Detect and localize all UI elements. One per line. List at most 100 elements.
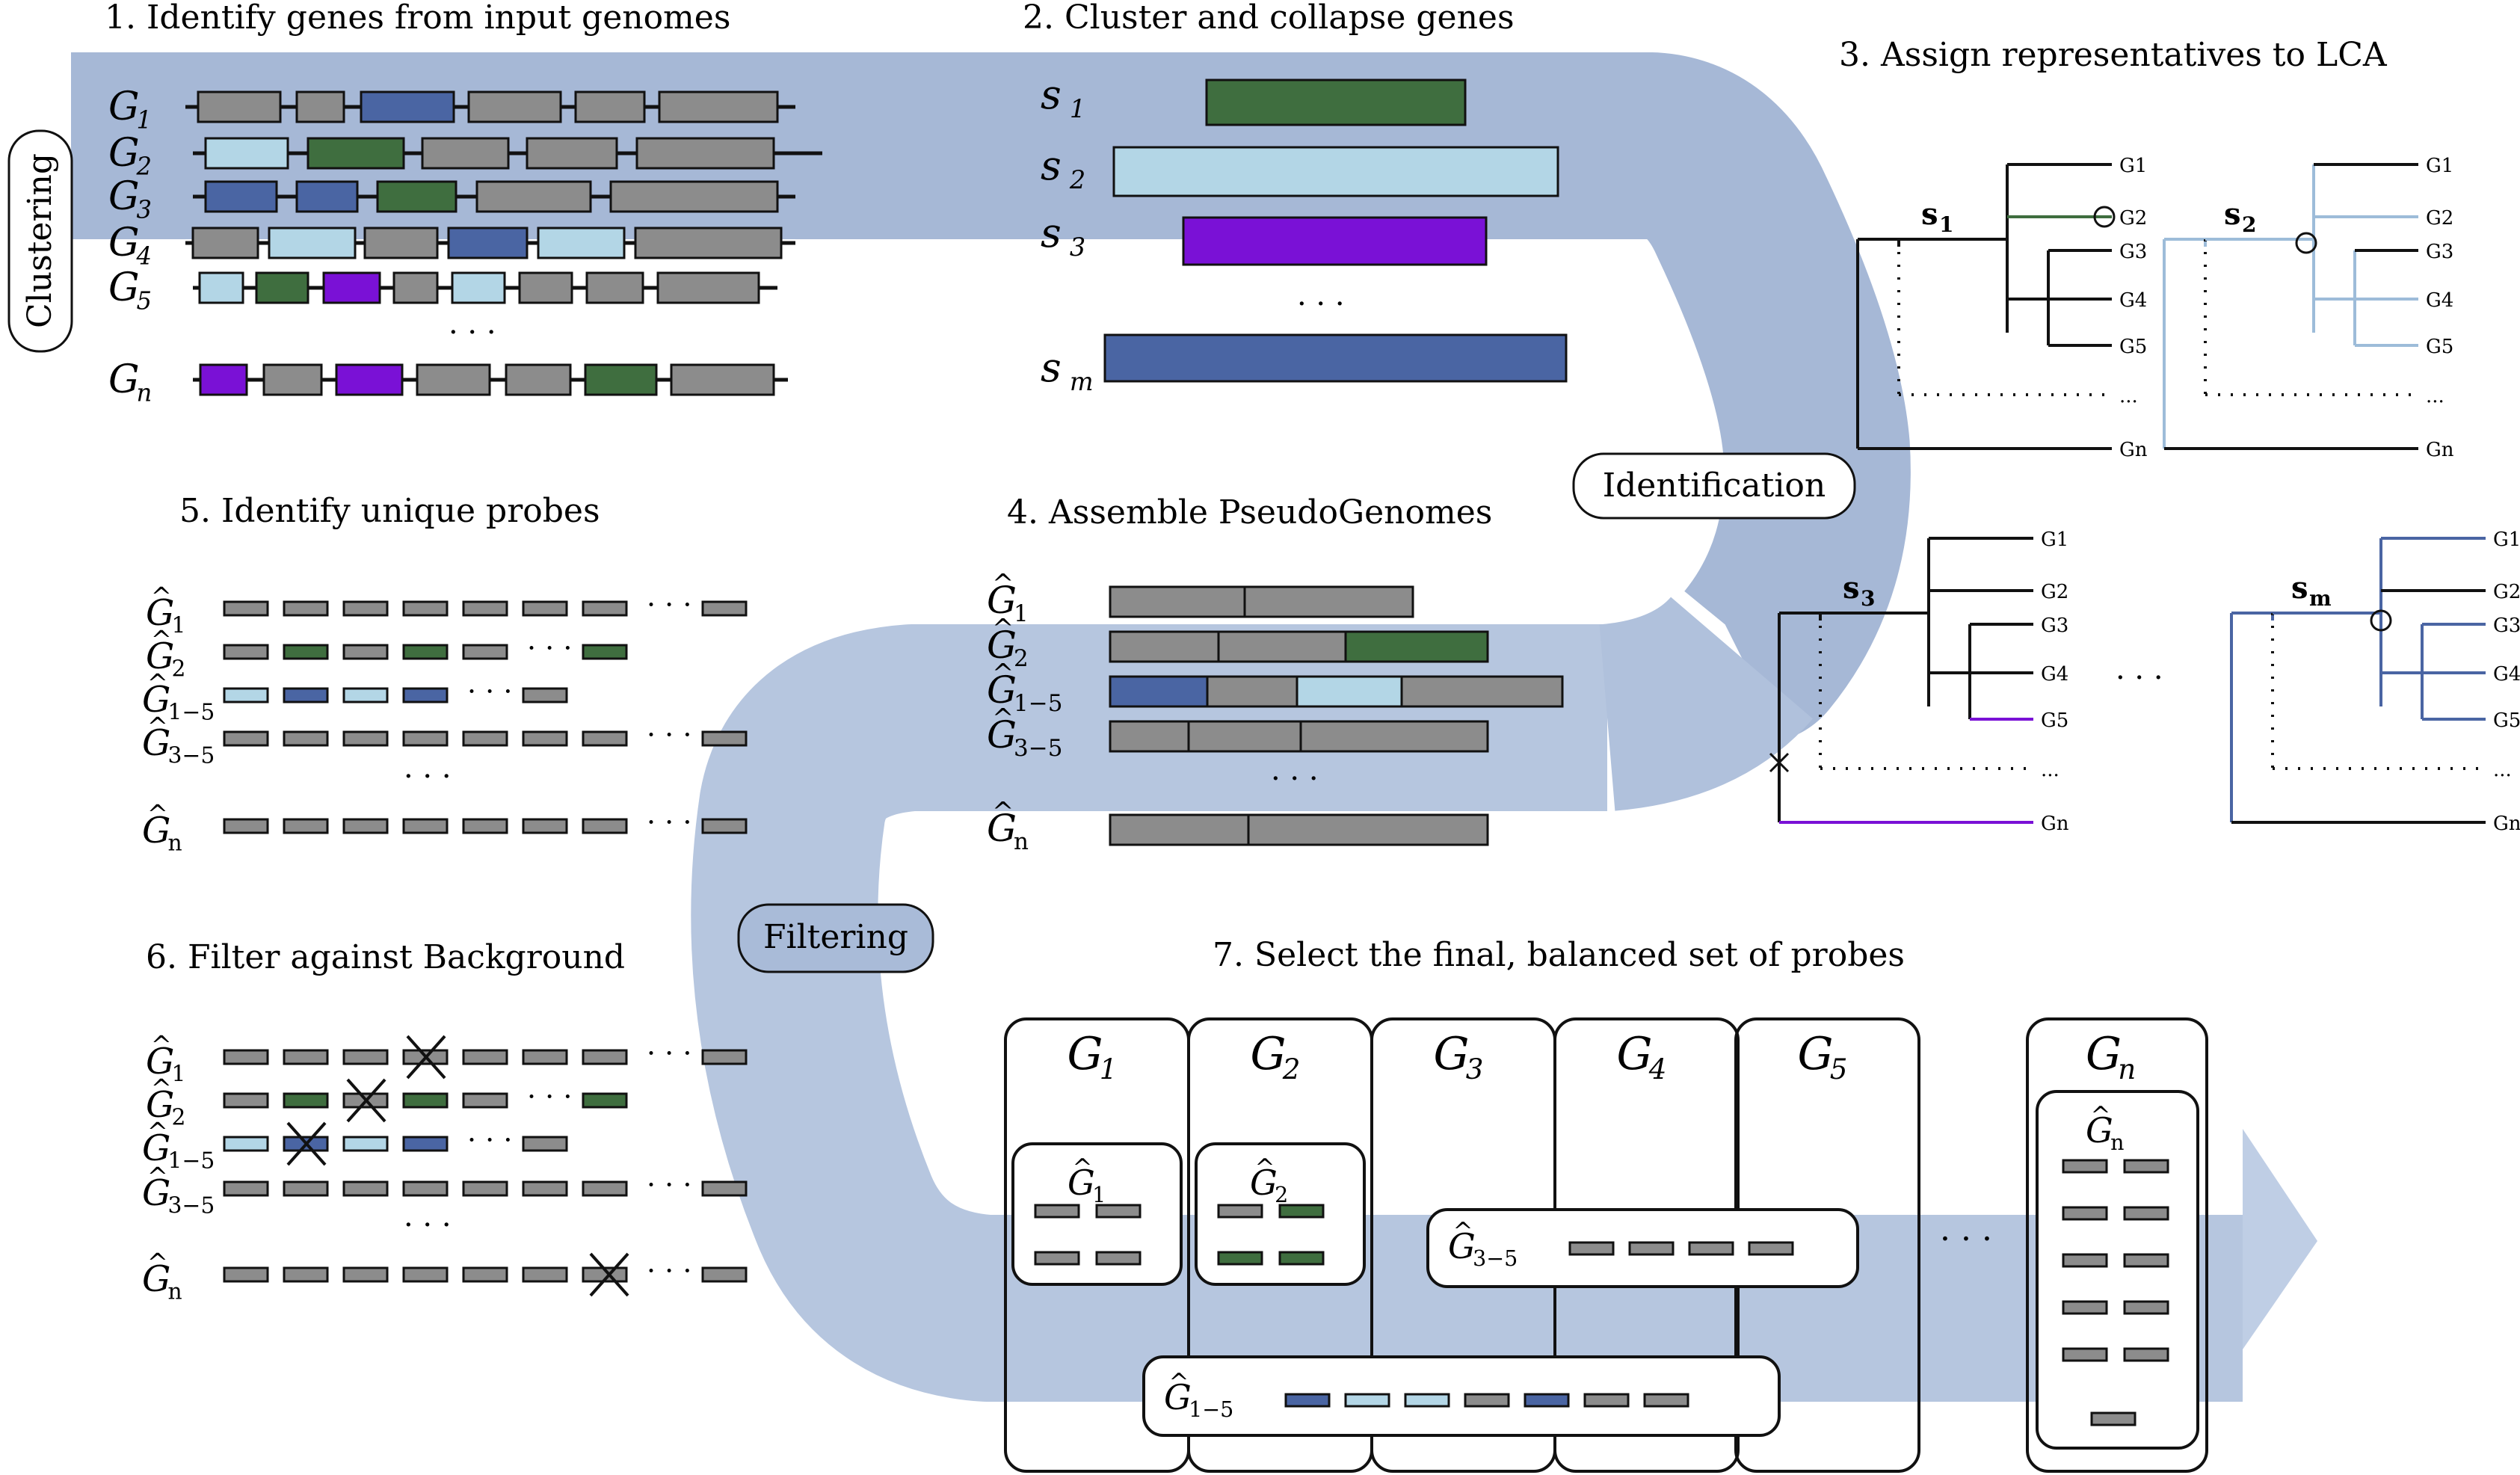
ellipsis: · · · xyxy=(404,1208,452,1242)
genome-subscript: m xyxy=(1070,367,1094,396)
step-1-title: 1. Identify genes from input genomes xyxy=(105,0,730,37)
probe-group-label: G1^ xyxy=(1068,1154,1106,1207)
probe xyxy=(462,1266,508,1283)
probe xyxy=(701,1049,748,1065)
probe xyxy=(1034,1251,1080,1266)
genome-subscript: 1 xyxy=(136,105,152,134)
tree-representative-subscript: m xyxy=(2309,586,2332,611)
pseudogenome-block xyxy=(1206,675,1298,708)
tree-leaf-label: G2 xyxy=(2041,581,2068,603)
genome-letter: G xyxy=(987,807,1017,850)
probe xyxy=(2062,1347,2108,1362)
probe xyxy=(1464,1393,1510,1408)
probe xyxy=(462,730,508,747)
genome-letter: G xyxy=(1068,1163,1095,1203)
tree-leaf-label: Gn xyxy=(2119,439,2148,461)
genome-subscript: 1−5 xyxy=(1014,690,1062,717)
probe xyxy=(342,600,389,617)
probe xyxy=(223,1266,269,1283)
hat-accent: ^ xyxy=(1254,1154,1275,1182)
ellipsis: · · · xyxy=(2116,661,2163,695)
genome-letter: G xyxy=(142,722,170,764)
genome-letter: G xyxy=(142,1127,170,1169)
pseudogenome-block xyxy=(1400,675,1564,708)
gene-block xyxy=(376,180,458,213)
tree-representative-label: s xyxy=(1843,570,1860,606)
hat-accent: ^ xyxy=(151,582,172,612)
pseudogenome-block xyxy=(1109,630,1220,663)
probe xyxy=(2062,1300,2108,1315)
probe-group: G2^ xyxy=(1195,1142,1366,1286)
gene-block xyxy=(670,363,775,396)
genome-letter: G xyxy=(987,713,1017,757)
pseudogenome-block xyxy=(1296,675,1403,708)
probe xyxy=(223,1092,269,1109)
ellipsis: · · · xyxy=(647,718,691,751)
tree-representative-label: s xyxy=(2224,197,2241,232)
genome-subscript: 3 xyxy=(1070,233,1085,262)
filter-cross xyxy=(406,1035,446,1080)
probe xyxy=(223,730,269,747)
probe xyxy=(2123,1253,2169,1268)
genome-column-label: G3 xyxy=(1434,1028,1484,1086)
lca-cross xyxy=(1769,752,1790,773)
tree-leaf-label: ... xyxy=(2041,759,2060,781)
filter-cross xyxy=(589,1252,629,1297)
probe xyxy=(701,818,748,834)
probe xyxy=(582,1180,628,1197)
genome-subscript: 1 xyxy=(1070,94,1085,123)
probe xyxy=(701,1266,748,1283)
genome-letter: G xyxy=(1250,1163,1278,1203)
probe xyxy=(582,1049,628,1065)
ellipsis: · · · xyxy=(647,1254,691,1287)
genome-label: G4 xyxy=(108,221,152,270)
probe xyxy=(462,1049,508,1065)
probe xyxy=(342,1136,389,1152)
pseudogenome-row: G1−5^ xyxy=(987,659,1564,717)
tree-leaf-label: ... xyxy=(2119,385,2138,407)
genome-letter: G xyxy=(987,623,1017,667)
probe xyxy=(402,1266,449,1283)
probe xyxy=(462,600,508,617)
gene-block xyxy=(306,137,405,170)
genome-column-label: Gn xyxy=(2086,1028,2136,1086)
probe xyxy=(342,687,389,703)
hat-accent: ^ xyxy=(147,669,168,698)
probe xyxy=(342,644,389,660)
pseudogenome-label: Gn^ xyxy=(987,798,1029,856)
genome-letter: G xyxy=(1068,1028,1103,1080)
gene-block xyxy=(585,271,644,304)
representative-block xyxy=(1112,146,1559,197)
genome-letter: s xyxy=(1041,344,1062,391)
gene-block xyxy=(526,137,618,170)
flow-band-join xyxy=(1598,594,1813,811)
gene-block xyxy=(475,180,592,213)
filter-cross xyxy=(286,1121,327,1166)
probe xyxy=(1643,1393,1689,1408)
probe xyxy=(342,1180,389,1197)
gene-block xyxy=(335,363,404,396)
probe xyxy=(1404,1393,1450,1408)
probe-group: Gn^ xyxy=(2036,1090,2199,1450)
hat-accent: ^ xyxy=(147,1248,168,1278)
step-5-probes: · · ·G1^· · ·G2^· · ·G1−5^· · ·G3−5^· · … xyxy=(142,582,748,857)
tree-representative-label: s xyxy=(2291,570,2308,606)
pseudogenome-block xyxy=(1109,675,1209,708)
ellipsis: · · · xyxy=(1271,762,1319,796)
genome-letter: G xyxy=(146,1084,174,1126)
genome-subscript: n xyxy=(2110,1130,2124,1155)
flow-arrow-head xyxy=(2243,1129,2317,1349)
probe xyxy=(522,687,568,703)
genome-subscript: 3−5 xyxy=(1014,735,1062,762)
tree-leaf-label: Gn xyxy=(2493,813,2520,835)
probe xyxy=(1688,1241,1734,1256)
ellipsis: · · · xyxy=(527,1080,572,1113)
hat-accent: ^ xyxy=(151,1074,172,1103)
genome-label: G1 xyxy=(108,84,152,134)
hat-accent: ^ xyxy=(147,800,168,829)
probe-row-label: G3−5^ xyxy=(142,1163,215,1219)
probe xyxy=(1628,1241,1675,1256)
probe xyxy=(283,1049,329,1065)
